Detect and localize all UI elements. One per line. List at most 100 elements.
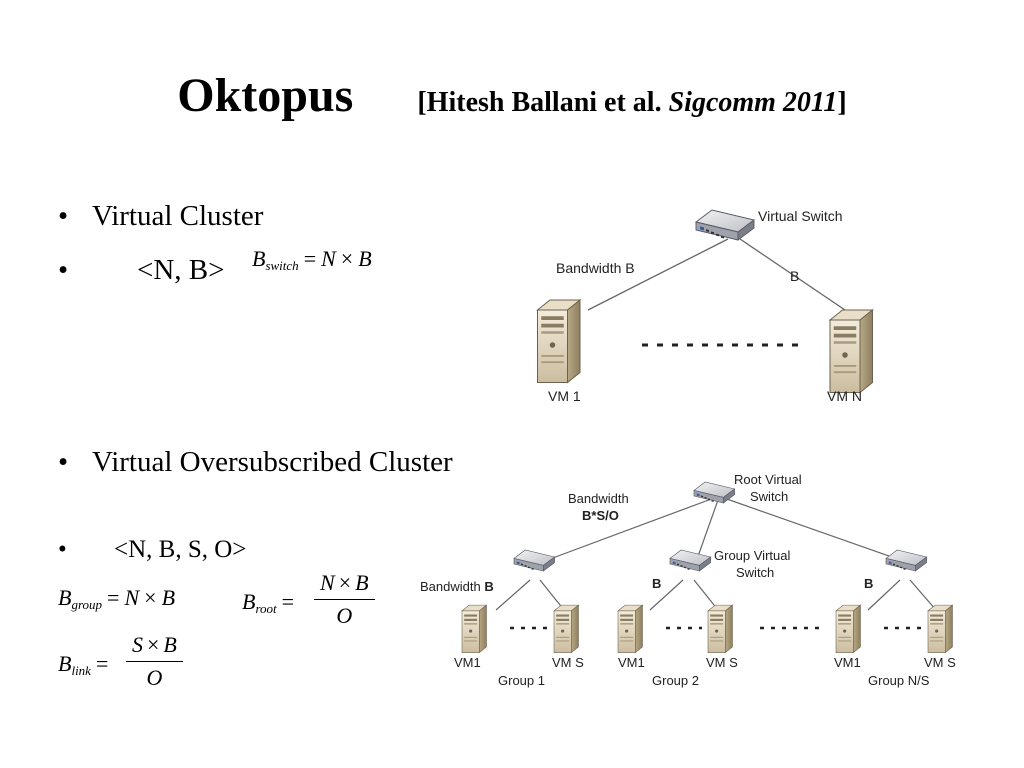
group-bandwidth-value: B	[864, 576, 873, 591]
formula-symbol: N	[124, 585, 140, 610]
bullet-virtual-oversubscribed-cluster: • Virtual Oversubscribed Cluster	[58, 446, 453, 479]
root-bandwidth-label: Bandwidth	[568, 491, 629, 506]
formula-symbol: N	[320, 570, 335, 595]
formula-link-fraction: S×B O	[126, 632, 183, 691]
formula-symbol: S	[132, 632, 143, 657]
formula-operator: ×	[147, 632, 160, 657]
citation-close: ]	[837, 87, 847, 118]
fraction-denominator: O	[146, 665, 163, 690]
formula-subscript: root	[255, 601, 277, 616]
vm-label: VM S	[706, 655, 738, 670]
formula-subscript: group	[71, 597, 103, 612]
formula-symbol: B	[58, 585, 72, 610]
citation-authors: [Hitesh Ballani et al.	[417, 87, 669, 118]
link-line	[909, 579, 937, 611]
link-line	[723, 497, 907, 563]
formula-symbol: B	[242, 589, 256, 614]
bullet-n-b-s-o: • <N, B, S, O>	[58, 536, 246, 564]
group-switch-icon	[885, 549, 927, 572]
group-label: Group 2	[652, 673, 699, 688]
formula-switch: Bswitch=N×B	[252, 246, 372, 274]
formula-symbol: B	[163, 632, 177, 657]
vm-label: VM 1	[548, 388, 581, 404]
title-main: Oktopus	[177, 69, 354, 122]
formula-root-fraction: N×B O	[314, 570, 375, 629]
server-icon	[461, 604, 487, 654]
group-label: Group 1	[498, 673, 545, 688]
formula-symbol: B	[252, 246, 266, 271]
group-switch-icon	[513, 549, 555, 572]
root-switch-label: Switch	[750, 489, 788, 504]
group-switch-label: Switch	[736, 565, 774, 580]
vm-label: VM1	[454, 655, 481, 670]
bandwidth-prefix: Bandwidth	[420, 579, 484, 594]
formula-operator: ×	[340, 246, 354, 271]
link-line	[495, 579, 531, 611]
vm-label: VM1	[834, 655, 861, 670]
server-icon	[835, 604, 861, 654]
bullet-dot: •	[58, 254, 69, 286]
link-line	[695, 499, 719, 563]
link-line	[739, 238, 846, 311]
citation-venue: Sigcomm 2011	[668, 87, 838, 118]
formula-symbol: B	[355, 570, 369, 595]
formula-subscript: switch	[265, 258, 299, 273]
group-switch-label: Group Virtual	[714, 548, 790, 563]
bandwidth-value: B	[484, 579, 493, 594]
group-label: Group N/S	[868, 673, 930, 688]
fraction-denominator: O	[336, 603, 353, 628]
bullet-text: Virtual Cluster	[92, 200, 264, 232]
bullet-text: <N, B, S, O>	[114, 536, 247, 563]
formula-subscript: link	[71, 663, 91, 678]
server-icon	[927, 604, 953, 654]
server-icon	[617, 604, 643, 654]
formula-operator: =	[95, 651, 109, 676]
oversubscribed-cluster-diagram: Root Virtual Switch Bandwidth B*S/O Grou…	[420, 472, 956, 688]
formula-symbol: N	[321, 246, 336, 271]
vm-label: VM S	[552, 655, 584, 670]
link-line	[693, 579, 719, 611]
bullet-dot: •	[58, 446, 69, 478]
bullet-text: <N, B>	[137, 254, 225, 286]
group-bandwidth-value: B	[652, 576, 661, 591]
fraction-numerator: S×B	[126, 632, 183, 662]
slide-title: Oktopus [Hitesh Ballani et al. Sigcomm 20…	[0, 68, 1024, 123]
root-switch-label: Root Virtual	[734, 472, 802, 487]
formula-symbol: B	[358, 246, 372, 271]
formula-operator: ×	[338, 570, 352, 595]
formula-operator: =	[107, 585, 120, 610]
bullet-text: Virtual Oversubscribed Cluster	[92, 446, 453, 478]
bandwidth-label: Bandwidth B	[556, 260, 635, 276]
formula-operator: =	[281, 589, 295, 614]
fraction-numerator: N×B	[314, 570, 375, 600]
formula-operator: =	[303, 246, 317, 271]
bullet-n-b: • <N, B>	[58, 254, 225, 287]
formula-link-lhs: Blink =	[58, 651, 113, 679]
vm-label: VM N	[827, 388, 862, 404]
group-switch-icon	[669, 549, 711, 572]
switch-label: Virtual Switch	[758, 208, 843, 224]
vm-label: VM S	[924, 655, 956, 670]
link-line	[587, 238, 729, 311]
formula-operator: ×	[144, 585, 157, 610]
link-line	[867, 579, 901, 611]
vm-label: VM1	[618, 655, 645, 670]
group-bandwidth-label: Bandwidth B	[420, 579, 494, 594]
virtual-cluster-diagram: Virtual Switch Bandwidth B B VM 1 VM N	[536, 208, 874, 404]
server-icon	[553, 604, 579, 654]
root-bandwidth-value: B*S/O	[582, 508, 619, 523]
title-citation: [Hitesh Ballani et al. Sigcomm 2011]	[417, 87, 846, 118]
formula-group: Bgroup=N×B	[58, 585, 175, 613]
formula-symbol: B	[161, 585, 176, 610]
server-icon	[707, 604, 733, 654]
bandwidth-label: B	[790, 268, 799, 284]
server-icon	[829, 309, 874, 394]
link-line	[541, 497, 715, 563]
formula-symbol: B	[58, 651, 72, 676]
formula-root-lhs: Broot =	[242, 589, 299, 617]
server-icon	[536, 299, 581, 384]
link-line	[539, 579, 565, 611]
virtual-switch-icon	[695, 209, 755, 241]
bullet-virtual-cluster: •Virtual Cluster	[58, 200, 263, 233]
bullet-dot: •	[58, 536, 67, 563]
